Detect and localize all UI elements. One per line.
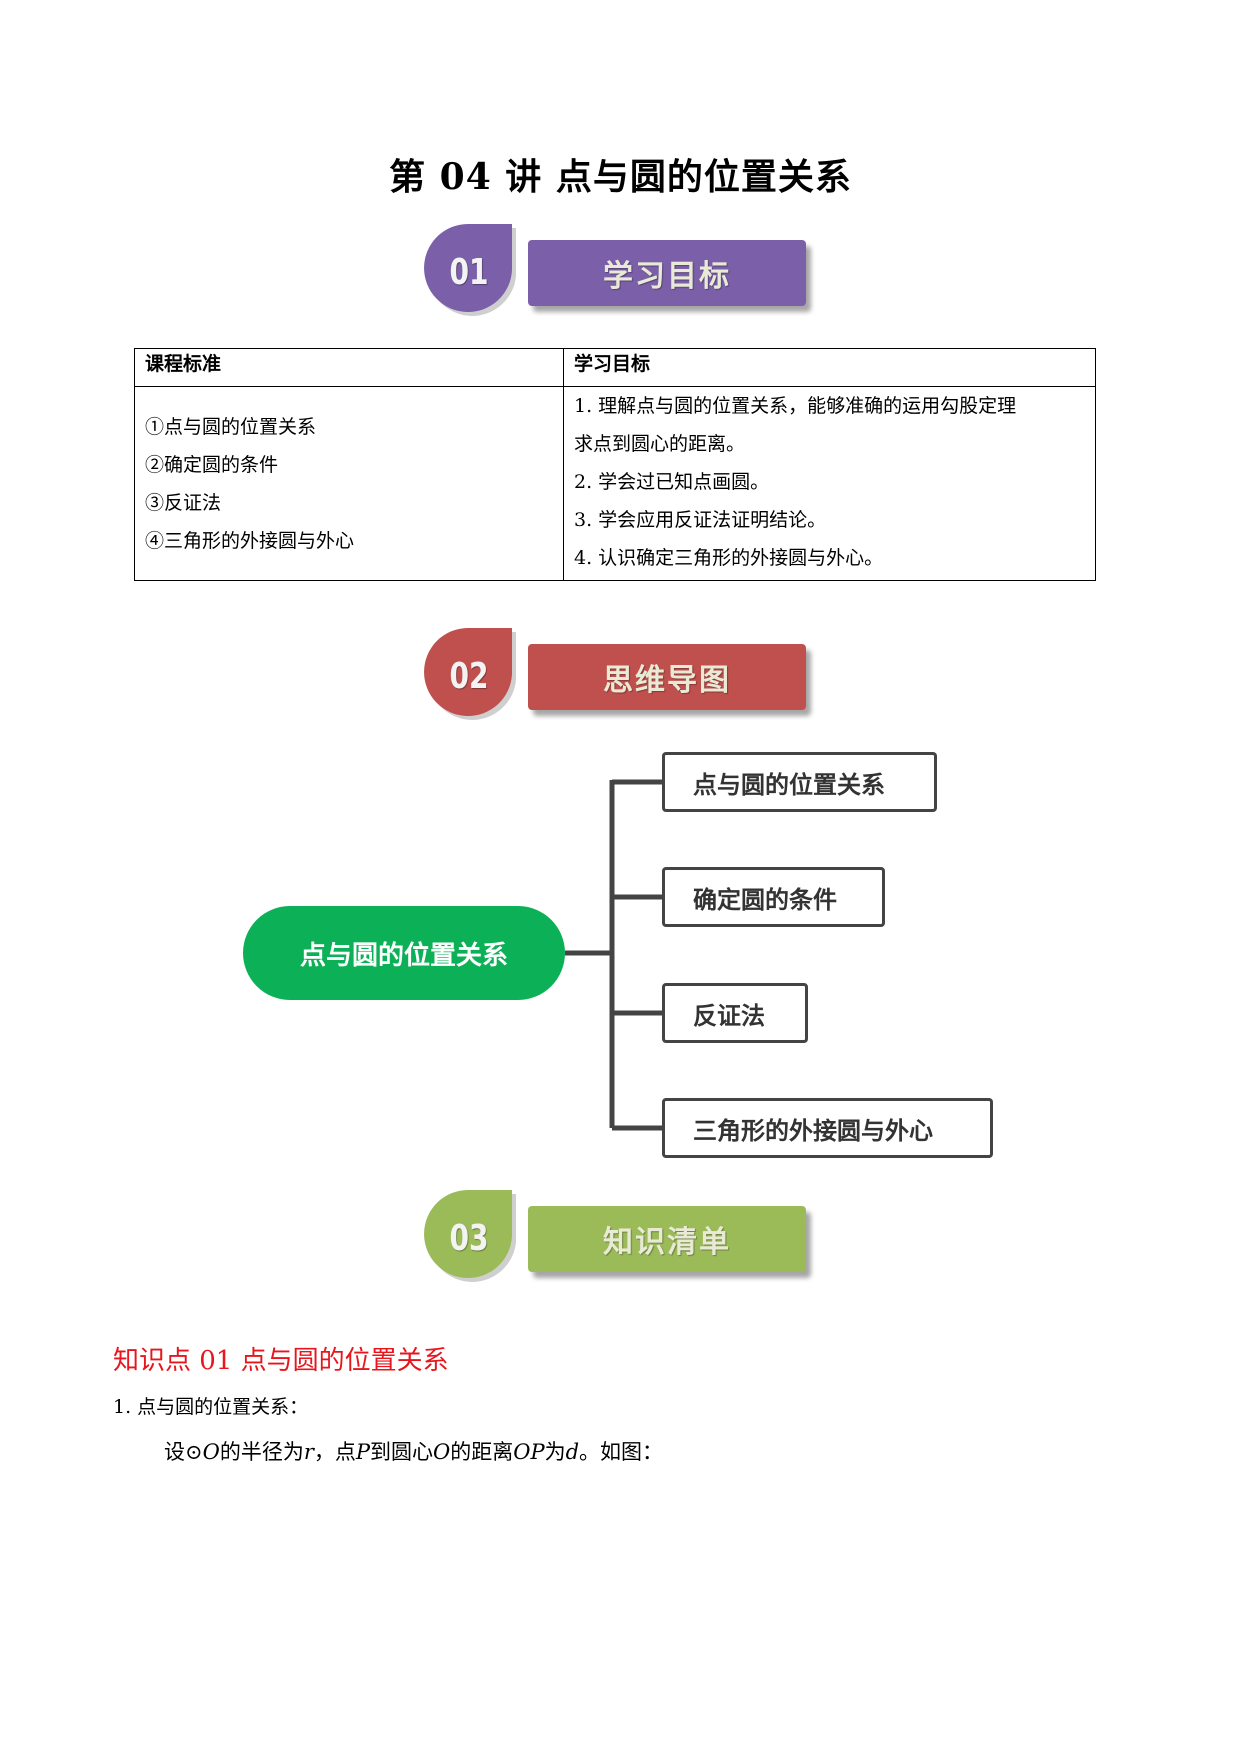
mindmap-branch-2: 确定圆的条件 bbox=[662, 867, 885, 927]
symbol-O: O bbox=[433, 1440, 451, 1464]
goal-line: 2. 学会过已知点画圆。 bbox=[574, 471, 770, 493]
section-label: 思维导图 bbox=[603, 663, 731, 698]
text: 。如图： bbox=[579, 1440, 664, 1464]
mindmap-branch-4: 三角形的外接圆与外心 bbox=[662, 1098, 993, 1158]
text: 到圆心 bbox=[370, 1440, 434, 1464]
text: 为 bbox=[544, 1440, 566, 1464]
mindmap-branch-3: 反证法 bbox=[662, 983, 808, 1043]
text: 的距离 bbox=[450, 1440, 514, 1464]
page-title: 第 04 讲 点与圆的位置关系 bbox=[389, 156, 852, 198]
standard-item: ④三角形的外接圆与外心 bbox=[145, 529, 355, 552]
text: ，点 bbox=[313, 1440, 356, 1464]
symbol-d: d bbox=[565, 1440, 580, 1464]
mindmap-root: 点与圆的位置关系 bbox=[243, 906, 565, 1000]
table-header-row: 课程标准 学习目标 bbox=[134, 348, 1096, 387]
section-number: 02 bbox=[449, 656, 489, 697]
standard-item: ③反证法 bbox=[145, 491, 222, 514]
standards-cell: ①点与圆的位置关系 ②确定圆的条件 ③反证法 ④三角形的外接圆与外心 bbox=[134, 386, 564, 581]
section-number: 03 bbox=[449, 1218, 489, 1259]
standard-item: ②确定圆的条件 bbox=[145, 453, 279, 476]
knowledge-paragraph: 设⊙O的半径为r，点P到圆心O的距离OP为d。如图： bbox=[164, 1436, 663, 1466]
goal-line: 1. 理解点与圆的位置关系，能够准确的运用勾股定理 bbox=[574, 395, 1017, 417]
knowledge-item: 1. 点与圆的位置关系： bbox=[113, 1396, 309, 1418]
section-badge-01 bbox=[424, 224, 516, 316]
standard-item: ①点与圆的位置关系 bbox=[145, 415, 317, 438]
section-label: 知识清单 bbox=[603, 1225, 731, 1260]
section-banner-02: 02 思维导图 bbox=[420, 626, 840, 736]
table-row: ①点与圆的位置关系 ②确定圆的条件 ③反证法 ④三角形的外接圆与外心 1. 理解… bbox=[134, 386, 1096, 581]
goal-line: 4. 认识确定三角形的外接圆与外心。 bbox=[574, 547, 884, 569]
section-bar: 学习目标 bbox=[528, 240, 806, 306]
knowledge-point-heading: 知识点 01 点与圆的位置关系 bbox=[113, 1346, 449, 1376]
section-bar: 知识清单 bbox=[528, 1206, 806, 1272]
header-goals: 学习目标 bbox=[563, 348, 1096, 387]
symbol-OP: OP bbox=[513, 1440, 545, 1464]
text: 设⊙ bbox=[164, 1440, 203, 1464]
section-banner-01: 01 学习目标 bbox=[420, 222, 840, 332]
section-label: 学习目标 bbox=[603, 259, 731, 294]
section-number: 01 bbox=[449, 252, 489, 293]
section-banner-03: 03 知识清单 bbox=[420, 1188, 840, 1298]
symbol-P: P bbox=[355, 1440, 371, 1464]
symbol-O: O bbox=[202, 1440, 220, 1464]
symbol-r: r bbox=[303, 1440, 314, 1464]
goal-line: 求点到圆心的距离。 bbox=[574, 433, 746, 455]
goals-cell: 1. 理解点与圆的位置关系，能够准确的运用勾股定理 求点到圆心的距离。 2. 学… bbox=[563, 386, 1096, 581]
goals-table: 课程标准 学习目标 ①点与圆的位置关系 ②确定圆的条件 ③反证法 ④三角形的外接… bbox=[134, 348, 1096, 581]
goal-line: 3. 学会应用反证法证明结论。 bbox=[574, 509, 827, 531]
section-bar: 思维导图 bbox=[528, 644, 806, 710]
text: 的半径为 bbox=[219, 1440, 304, 1464]
mindmap-branch-1: 点与圆的位置关系 bbox=[662, 752, 937, 812]
header-standards: 课程标准 bbox=[134, 348, 564, 387]
section-badge-03 bbox=[424, 1190, 516, 1282]
section-badge-02 bbox=[424, 628, 516, 720]
